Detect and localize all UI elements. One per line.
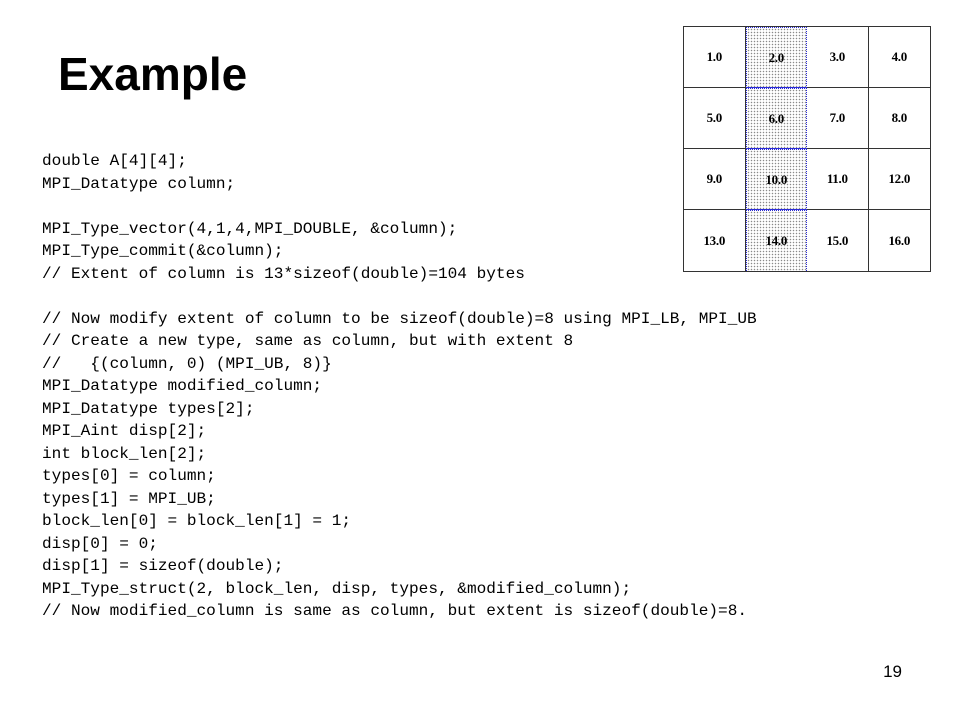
matrix-cell: 8.0 bbox=[868, 88, 930, 149]
code-line: // {(column, 0) (MPI_UB, 8)} bbox=[42, 354, 332, 373]
matrix-cell: 10.0 bbox=[745, 149, 807, 210]
matrix-cell: 14.0 bbox=[745, 210, 807, 271]
page-number: 19 bbox=[883, 662, 902, 681]
code-line: MPI_Type_struct(2, block_len, disp, type… bbox=[42, 579, 632, 598]
code-line: MPI_Datatype types[2]; bbox=[42, 399, 255, 418]
code-line: block_len[0] = block_len[1] = 1; bbox=[42, 512, 352, 530]
matrix-cell: 5.0 bbox=[684, 88, 746, 149]
code-line: // Now modify extent of column to be siz… bbox=[42, 309, 757, 328]
matrix-cell: 15.0 bbox=[807, 210, 869, 271]
slide-title: Example bbox=[58, 48, 248, 100]
code-line: types[1] = MPI_UB; bbox=[42, 489, 216, 508]
matrix-cell: 13.0 bbox=[684, 210, 746, 271]
code-line: types[0] = column; bbox=[42, 467, 216, 485]
code-line: MPI_Datatype column; bbox=[42, 174, 236, 193]
code-line: // Now modified_column is same as column… bbox=[42, 602, 748, 620]
code-line: // Create a new type, same as column, bu… bbox=[42, 332, 574, 350]
code-line: // Extent of column is 13*sizeof(double)… bbox=[42, 264, 525, 283]
matrix-cell: 3.0 bbox=[807, 27, 869, 88]
code-line: MPI_Aint disp[2]; bbox=[42, 422, 207, 440]
matrix-cell: 4.0 bbox=[868, 27, 930, 88]
code-line: int block_len[2]; bbox=[42, 444, 207, 463]
code-line: MPI_Type_vector(4,1,4,MPI_DOUBLE, &colum… bbox=[42, 219, 458, 238]
code-line bbox=[42, 285, 757, 308]
matrix-cell: 11.0 bbox=[807, 149, 869, 210]
matrix-cell: 7.0 bbox=[807, 88, 869, 149]
code-line: MPI_Datatype modified_column; bbox=[42, 377, 323, 395]
matrix-cell: 2.0 bbox=[745, 27, 807, 88]
code-line: disp[0] = 0; bbox=[42, 534, 158, 553]
code-block: double A[4][4]; MPI_Datatype column; MPI_T… bbox=[42, 150, 757, 623]
code-line: disp[1] = sizeof(double); bbox=[42, 557, 284, 575]
matrix-cell: 9.0 bbox=[684, 149, 746, 210]
matrix-cell: 16.0 bbox=[888, 232, 911, 248]
code-line: double A[4][4]; bbox=[42, 152, 187, 170]
matrix-cell: 1.0 bbox=[684, 27, 746, 88]
code-line bbox=[42, 195, 757, 218]
matrix-cell: 12.0 bbox=[868, 149, 930, 210]
matrix-cell: 6.0 bbox=[745, 88, 807, 149]
code-line: MPI_Type_commit(&column); bbox=[42, 242, 284, 260]
